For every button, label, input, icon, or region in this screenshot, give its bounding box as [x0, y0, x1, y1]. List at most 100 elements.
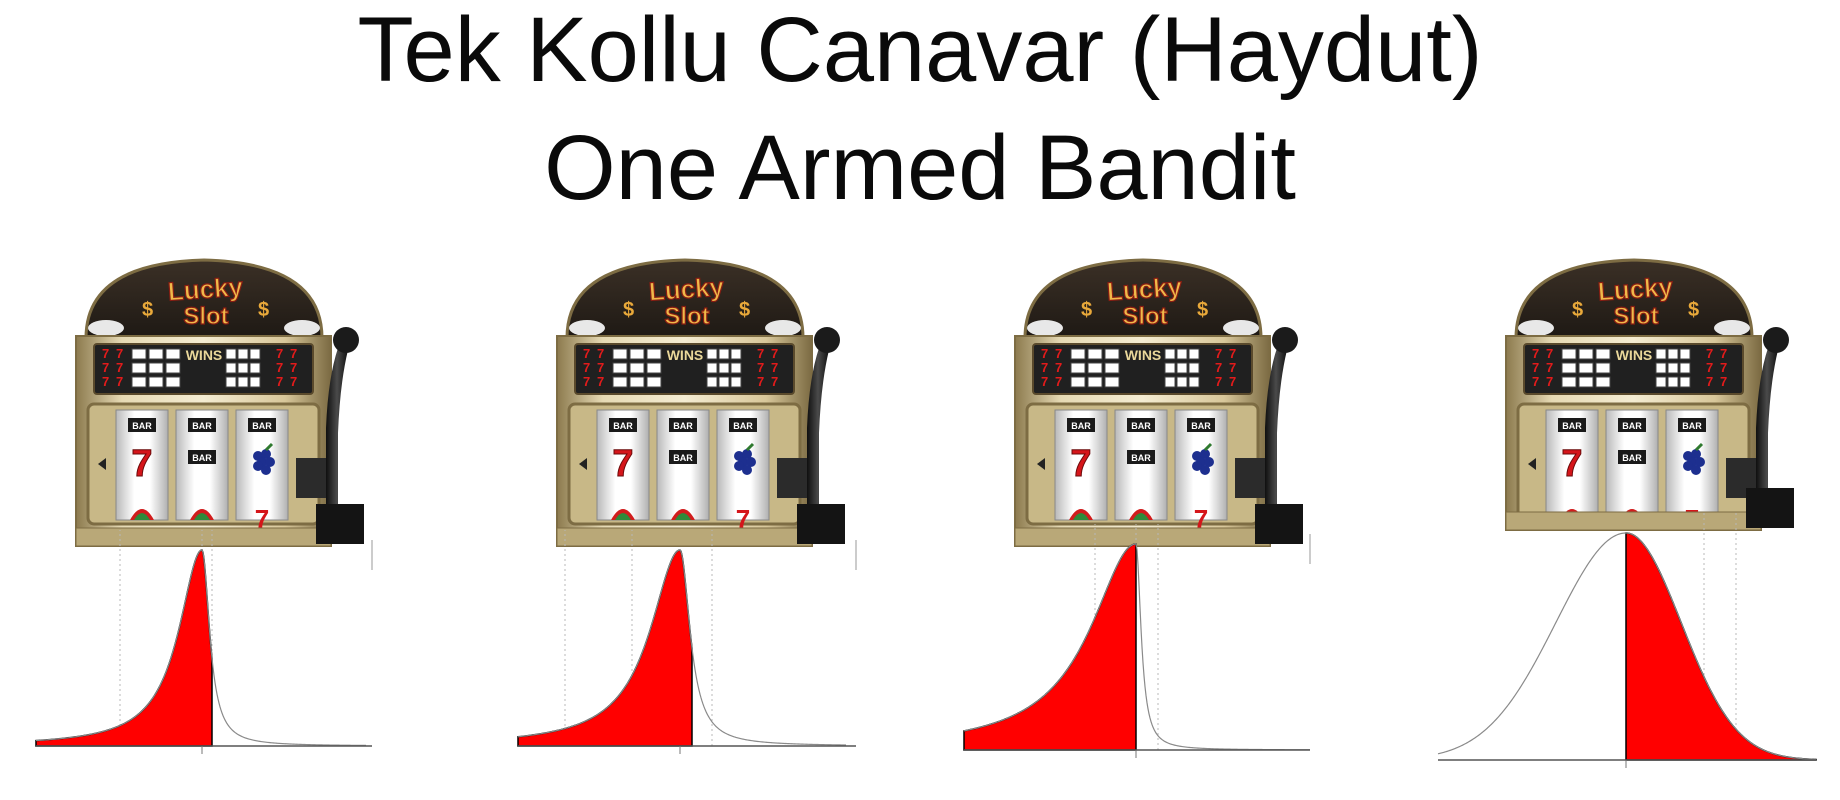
reel-strip: [1054, 409, 1108, 521]
dollar-icon: $: [1688, 299, 1699, 321]
bar-label: BAR: [1622, 421, 1642, 431]
lever-arm: [807, 348, 829, 536]
cherry-leaf: [1133, 513, 1149, 520]
pay-seven: 7: [1041, 346, 1048, 361]
grape: [257, 457, 267, 467]
grape-stem: [1203, 442, 1213, 452]
reel-arrow-right: [1240, 458, 1248, 470]
density-curve: [517, 549, 847, 746]
pay-seven: 7: [1055, 346, 1062, 361]
lever-icon: [777, 327, 845, 544]
pay-bar-chip: [1561, 362, 1577, 374]
marquee-line-2: Slot: [1122, 303, 1167, 330]
pay-seven: 7: [276, 346, 283, 361]
grape: [1204, 457, 1214, 467]
pay-bar-chip: [249, 362, 261, 374]
pay-bar-chip: [131, 348, 147, 360]
cherry-icon: [130, 509, 154, 520]
pay-bar-chip: [730, 362, 742, 374]
grape: [1691, 449, 1701, 459]
cherry-icon: [1069, 509, 1093, 520]
bar-label: BAR: [1131, 453, 1151, 463]
lever-icon: [1235, 327, 1303, 544]
pay-bar-chip: [1679, 362, 1691, 374]
wins-label: WINS: [1616, 347, 1653, 363]
pay-seven: 7: [1229, 360, 1236, 375]
cloud-decor: [284, 320, 320, 336]
bar-label: BAR: [132, 421, 152, 431]
seven-symbol: 7: [1685, 504, 1699, 534]
bar-chip: [248, 418, 276, 432]
wins-label: WINS: [186, 347, 223, 363]
lever-base: [316, 504, 364, 544]
grape-stem: [745, 442, 755, 452]
pay-bar-chip: [1176, 362, 1188, 374]
reel-strip: [596, 409, 650, 521]
pay-bar-chip: [1176, 348, 1188, 360]
pay-seven: 7: [1055, 374, 1062, 389]
pay-bar-chip: [612, 362, 628, 374]
reel-window: [1025, 402, 1260, 526]
seven-symbol: 7: [1194, 504, 1208, 534]
bar-chip: [729, 418, 757, 432]
reel-strip: [1665, 409, 1719, 521]
reel-arrow-left: [1528, 458, 1536, 470]
machine-base: [1505, 511, 1762, 531]
machine-arch: [84, 258, 324, 340]
cherry-leaf: [1073, 513, 1089, 520]
pay-bar-chip: [1561, 376, 1577, 388]
pay-bar-chip: [225, 348, 237, 360]
cherry-icon: [1560, 509, 1584, 520]
dollar-icon: $: [623, 299, 634, 321]
grape-icon: [253, 442, 275, 475]
pay-bar-chip: [1188, 348, 1200, 360]
seven-symbol: 7: [736, 504, 750, 534]
cloud-decor: [1518, 320, 1554, 336]
bar-label: BAR: [1562, 421, 1582, 431]
pay-seven: 7: [597, 374, 604, 389]
shaded-area: [35, 549, 213, 747]
pay-bar-chip: [1164, 348, 1176, 360]
bandit-distribution-2: [517, 530, 857, 754]
bar-label: BAR: [1131, 421, 1151, 431]
pay-seven: 7: [771, 374, 778, 389]
shaded-area: [1625, 532, 1817, 761]
grape: [1695, 457, 1705, 467]
reel-strip: [1174, 409, 1228, 521]
pay-bar-chip: [1561, 348, 1577, 360]
pay-seven: 7: [1229, 374, 1236, 389]
pay-bar-chip: [730, 376, 742, 388]
bar-chip: [1678, 418, 1706, 432]
lever-mount: [296, 458, 326, 498]
seven-symbol: 7: [131, 443, 152, 485]
pay-bar-chip: [1667, 348, 1679, 360]
bar-chip: [1127, 450, 1155, 464]
pay-seven: 7: [1229, 346, 1236, 361]
pay-seven: 7: [757, 360, 764, 375]
machine-base: [75, 527, 332, 547]
pay-bar-chip: [1070, 362, 1086, 374]
bar-chip: [1558, 418, 1586, 432]
pay-seven: 7: [771, 346, 778, 361]
density-curve: [963, 543, 1311, 751]
lever-knob: [814, 327, 840, 353]
reel-strip: [656, 409, 710, 521]
pay-bar-chip: [1578, 376, 1594, 388]
pay-bar-chip: [718, 376, 730, 388]
pay-panel: [1032, 343, 1253, 395]
pay-bar-chip: [1578, 362, 1594, 374]
grape-icon: [734, 442, 756, 475]
pay-bar-chip: [1188, 376, 1200, 388]
pay-seven: 7: [290, 360, 297, 375]
pay-bar-chip: [706, 348, 718, 360]
lever-knob: [333, 327, 359, 353]
grape: [734, 451, 744, 461]
pay-bar-chip: [1104, 348, 1120, 360]
